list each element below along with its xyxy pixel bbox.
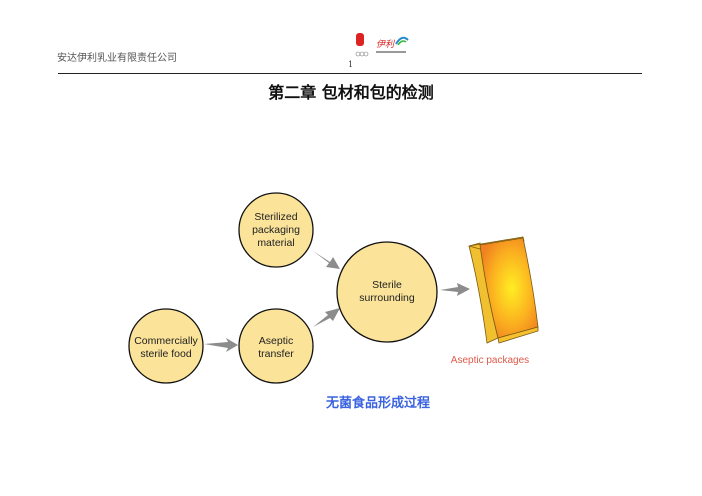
aseptic-packages-label: Aseptic packages: [450, 355, 530, 366]
node-aseptic-transfer: [238, 308, 314, 384]
node-sterilized-packaging-material: [238, 192, 314, 268]
header-divider: [58, 73, 642, 74]
node-commercially-sterile-food: [128, 308, 204, 384]
arrow-food-to-transfer: [204, 338, 238, 352]
node-sterile-surrounding: [336, 241, 438, 343]
arrows: [204, 251, 470, 352]
header-company: 安达伊利乳业有限责任公司: [57, 53, 177, 64]
arrow-material-to-surrounding: [313, 251, 340, 269]
page-number: 1: [348, 60, 354, 69]
company-logo: 伊利: [352, 32, 412, 60]
figure-caption: 无菌食品形成过程: [325, 396, 430, 411]
aseptic-package-icon: [468, 236, 539, 344]
arrow-transfer-to-surrounding: [313, 308, 340, 327]
svg-text:伊利: 伊利: [376, 39, 396, 50]
arrow-surrounding-to-package: [440, 283, 470, 296]
chapter-title: 第二章 包材和包的检测: [268, 83, 434, 102]
